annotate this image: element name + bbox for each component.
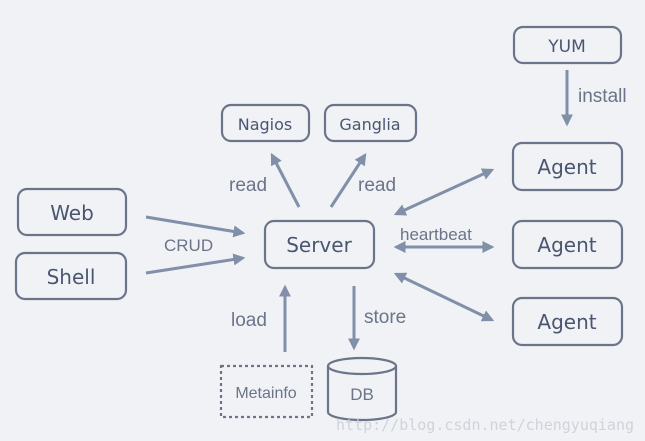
node-db-label: DB <box>350 385 374 404</box>
node-agent-1: Agent <box>511 141 624 192</box>
arrow-web-to-server <box>145 215 246 238</box>
node-metainfo: Metainfo <box>219 364 314 419</box>
arrow-server-to-ganglia <box>329 152 367 208</box>
node-db: DB <box>326 356 398 422</box>
node-web: Web <box>16 187 128 237</box>
arrows <box>145 70 573 352</box>
edge-label-store: store <box>364 307 406 328</box>
node-server-label: Server <box>286 233 352 257</box>
arrow-server-agent-1 <box>393 168 495 216</box>
node-agent-2: Agent <box>511 219 624 270</box>
node-agent-3: Agent <box>511 296 624 347</box>
node-yum-label: YUM <box>547 37 586 57</box>
node-ganglia-label: Ganglia <box>339 115 400 134</box>
node-agent-3-label: Agent <box>537 310 596 334</box>
edge-label-crud: CRUD <box>164 236 213 255</box>
node-metainfo-label: Metainfo <box>235 385 296 402</box>
node-agent-1-label: Agent <box>537 155 596 179</box>
watermark: http://blog.csdn.net/chengyuqiang <box>336 416 634 434</box>
node-yum: YUM <box>512 25 623 65</box>
arrow-server-to-nagios <box>270 152 301 208</box>
arrow-shell-to-server <box>145 253 246 275</box>
node-ganglia: Ganglia <box>323 103 418 143</box>
edge-label-heartbeat: heartbeat <box>400 225 472 244</box>
node-server: Server <box>263 219 376 270</box>
node-shell: Shell <box>14 251 128 301</box>
node-nagios: Nagios <box>220 103 311 143</box>
node-web-label: Web <box>50 201 94 225</box>
node-shell-label: Shell <box>47 265 96 289</box>
edge-label-load: load <box>231 310 267 331</box>
edge-label-install: install <box>578 86 627 107</box>
edge-label-read-ganglia: read <box>358 175 396 196</box>
arrow-server-agent-3 <box>393 272 495 322</box>
edge-label-read-nagios: read <box>229 175 267 196</box>
node-nagios-label: Nagios <box>238 115 293 134</box>
node-agent-2-label: Agent <box>537 233 596 257</box>
